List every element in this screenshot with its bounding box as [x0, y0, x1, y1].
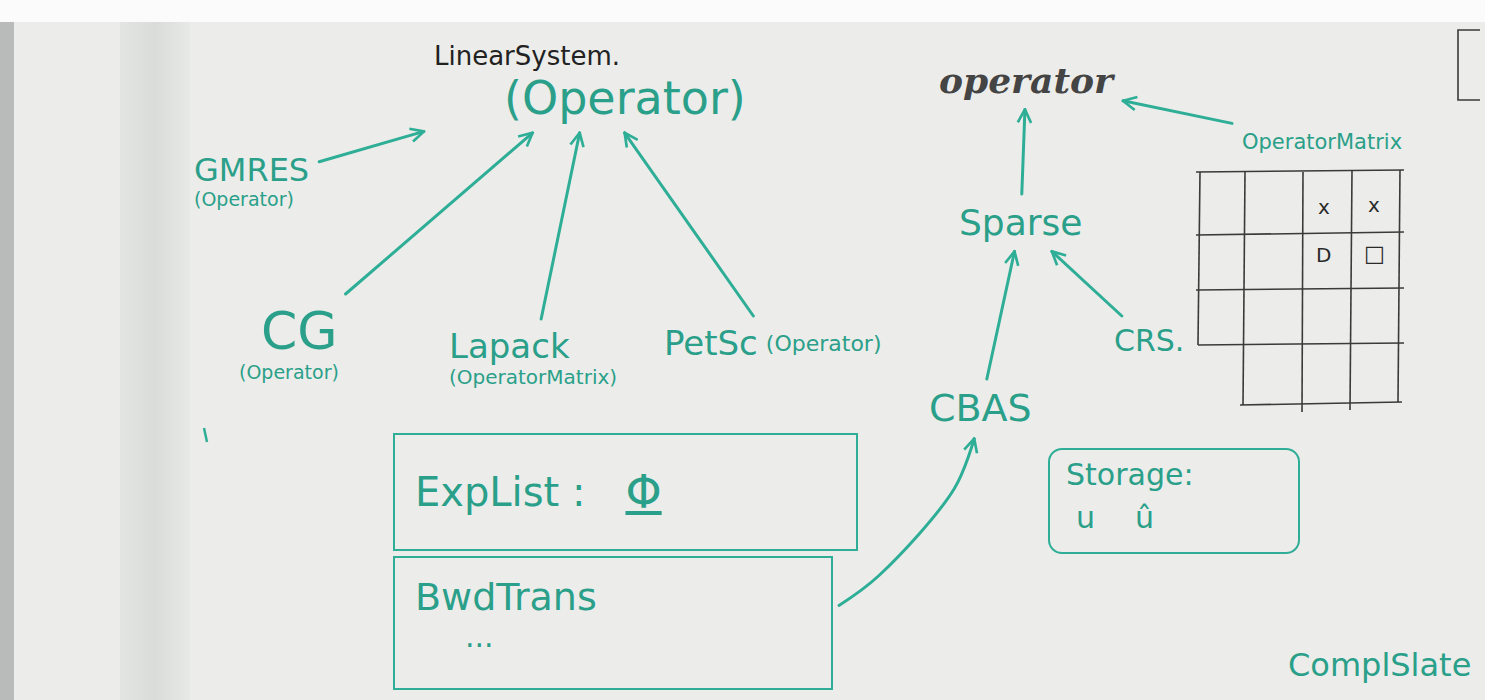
interface-label: LinearSystem.(Operator): [430, 40, 750, 127]
arrow-connector: [839, 439, 974, 606]
grid-line: [1198, 343, 1404, 345]
partial-box: [1458, 30, 1480, 100]
process-box: ExpList : Φ: [393, 433, 858, 551]
solver-label: GMRES(Operator): [190, 150, 313, 213]
node-text: (Operator): [239, 362, 339, 384]
node-text: u: [1076, 501, 1095, 536]
grid-line: [1398, 170, 1400, 402]
node-title: BwdTrans: [415, 576, 597, 620]
node-title: LinearSystem.: [434, 42, 620, 72]
arrow-connector: [346, 133, 533, 294]
node-title: Lapack: [449, 327, 570, 366]
node-text: (Operator): [194, 189, 294, 211]
node-text: ...: [465, 620, 494, 655]
node-title: CBAS: [929, 387, 1032, 431]
arrow-connector: [1052, 251, 1122, 316]
node-title: PetSc: [664, 324, 758, 363]
class-label: Sparse: [955, 200, 1086, 245]
node-title: CRS.: [1114, 324, 1184, 359]
solver-label: PetSc (Operator): [660, 322, 885, 365]
arrow-connector: [319, 131, 424, 161]
node-title: Sparse: [959, 202, 1082, 243]
node-title: GMRES: [194, 152, 309, 189]
node-text: û: [1135, 501, 1154, 536]
arrow-connector: [1123, 101, 1232, 124]
grid-line: [1196, 170, 1404, 172]
node-text: Φ: [625, 466, 661, 519]
note: ComplSlate: [1288, 648, 1471, 683]
grid-line: [1198, 172, 1200, 345]
arrow-connector: [625, 133, 754, 316]
grid-line: [1196, 288, 1404, 290]
class-label: CRS.: [1110, 322, 1188, 361]
board-frame: [0, 22, 14, 700]
node-text: (Operator): [766, 331, 882, 356]
table-cell: □: [1364, 242, 1385, 266]
table-cell: x: [1318, 196, 1330, 218]
node-text: (OperatorMatrix): [449, 366, 617, 389]
node-text: (Operator): [504, 72, 746, 125]
grid-line: [1350, 171, 1352, 410]
class-label: CBAS: [925, 385, 1036, 433]
solver-label: CG(Operator): [235, 300, 343, 386]
grid-line: [1240, 402, 1402, 405]
storage-box: Storage: u û: [1048, 448, 1300, 554]
base-class-label: operator: [935, 58, 1117, 103]
stray-mark: [204, 428, 207, 442]
solver-label: Lapack(OperatorMatrix): [445, 325, 621, 391]
process-box: BwdTrans...: [393, 556, 833, 690]
arrow-connector: [987, 251, 1015, 379]
table-cell: D: [1316, 244, 1331, 266]
node-title: CG: [261, 302, 338, 362]
board-shadow: [120, 22, 190, 700]
node-title: operator: [939, 60, 1113, 101]
grid-line: [1196, 232, 1404, 235]
arrow-connector: [541, 133, 580, 319]
table-cell: x: [1368, 194, 1380, 216]
class-label: OperatorMatrix: [1238, 128, 1406, 156]
grid-line: [1302, 172, 1303, 412]
grid-line: [1243, 172, 1245, 405]
top-margin: [0, 0, 1485, 22]
node-title: Storage:: [1066, 458, 1282, 493]
sparse-grid: [1196, 170, 1404, 412]
arrow-connector: [1022, 109, 1025, 194]
node-title: OperatorMatrix: [1242, 130, 1402, 154]
node-title: ExpList :: [415, 469, 585, 515]
